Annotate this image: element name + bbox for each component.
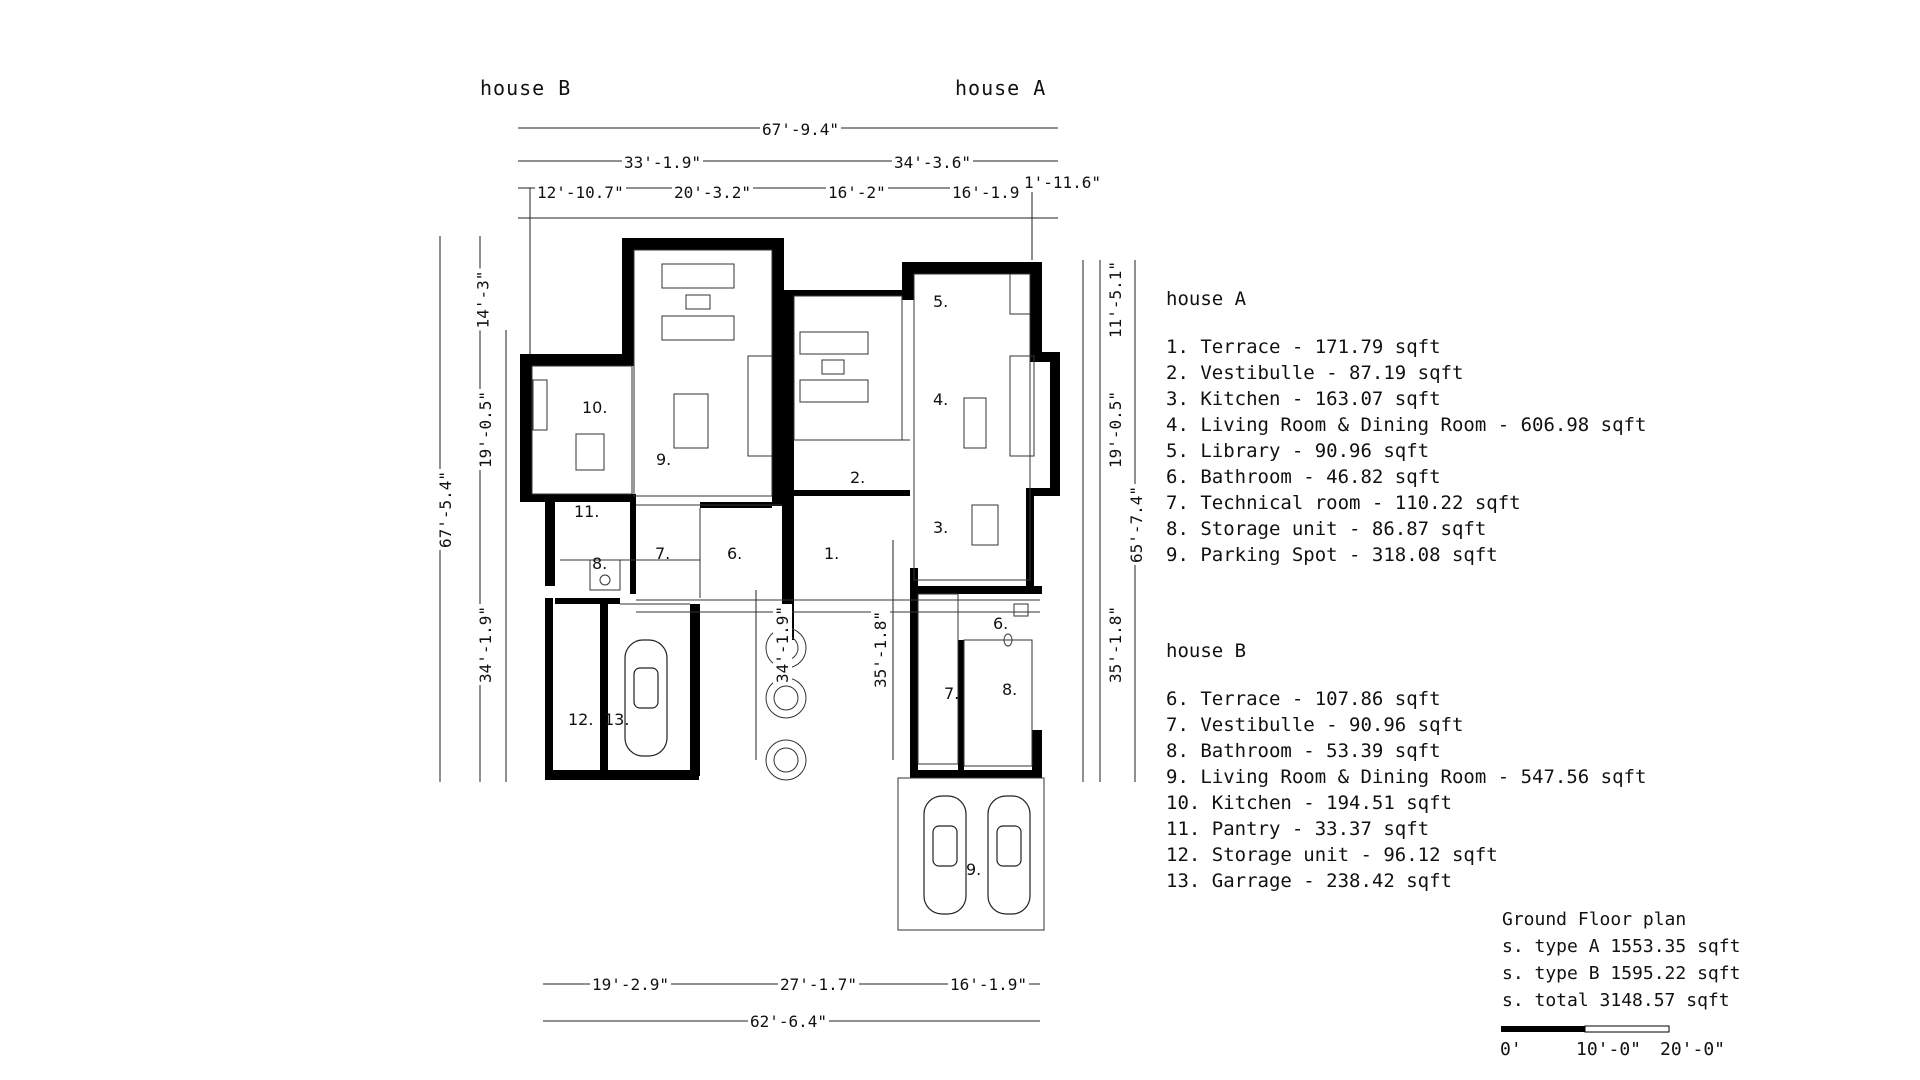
dim-top-house-a: 34'-3.6" <box>892 153 974 172</box>
dim-bottom-seg1: 19'-2.9" <box>590 975 672 994</box>
room-number-b-11: 11. <box>574 502 600 521</box>
dim-left-bottom: 34'-1.9" <box>476 603 496 686</box>
room-number-b-8: 8. <box>592 554 608 573</box>
house-b-label: house B <box>480 76 572 100</box>
room-number-a-3: 3. <box>933 518 949 537</box>
legend-item: 4. Living Room & Dining Room - 606.98 sq… <box>1166 414 1647 436</box>
legend-item: 8. Bathroom - 53.39 sqft <box>1166 740 1441 762</box>
legend-house-a-title: house A <box>1166 288 1247 310</box>
legend-item: 11. Pantry - 33.37 sqft <box>1166 818 1430 840</box>
summary-type-b: s. type B 1595.22 sqft <box>1502 963 1741 984</box>
room-number-a-7: 7. <box>944 684 960 703</box>
room-number-a-1: 1. <box>824 544 840 563</box>
car-icons <box>624 639 1031 915</box>
legend-item: 5. Library - 90.96 sqft <box>1166 440 1430 462</box>
dim-right-overall: 65'-7.4" <box>1127 483 1147 566</box>
legend-house-b: house B 6. Terrace - 107.86 sqft 7. Vest… <box>1166 638 1646 894</box>
summary-type-a: s. type A 1553.35 sqft <box>1502 936 1741 957</box>
legend-item: 13. Garrage - 238.42 sqft <box>1166 870 1452 892</box>
room-number-b-6: 6. <box>727 544 743 563</box>
dim-left-top: 14'-3" <box>473 268 493 331</box>
legend-item: 6. Bathroom - 46.82 sqft <box>1166 466 1441 488</box>
legend-item: 7. Vestibulle - 90.96 sqft <box>1166 714 1464 736</box>
legend-item: 8. Storage unit - 86.87 sqft <box>1166 518 1487 540</box>
room-number-a-8: 8. <box>1002 680 1018 699</box>
dim-top-seg1: 12'-10.7" <box>535 183 626 202</box>
dim-right-top: 11'-5.1" <box>1106 258 1126 341</box>
room-number-b-7: 7. <box>655 544 671 563</box>
summary-total: s. total 3148.57 sqft <box>1502 990 1730 1011</box>
dim-right-bottom: 35'-1.8" <box>1106 603 1126 686</box>
dim-right-mid: 19'-0.5" <box>1106 388 1126 471</box>
scale-label-20: 20'-0" <box>1660 1039 1726 1060</box>
room-number-a-5: 5. <box>933 292 949 311</box>
legend-item: 3. Kitchen - 163.07 sqft <box>1166 388 1441 410</box>
room-number-a-2: 2. <box>850 468 866 487</box>
legend-item: 9. Parking Spot - 318.08 sqft <box>1166 544 1498 566</box>
room-number-b-10: 10. <box>582 398 608 417</box>
legend-item: 12. Storage unit - 96.12 sqft <box>1166 844 1498 866</box>
dim-bottom-seg3: 16'-1.9" <box>948 975 1030 994</box>
dim-left-mid: 19'-0.5" <box>476 388 496 471</box>
dim-left-overall: 67'-5.4" <box>436 468 456 551</box>
room-number-b-13: 13. <box>604 710 630 729</box>
dim-top-seg2: 20'-3.2" <box>672 183 754 202</box>
dim-top-seg5: 1'-11.6" <box>1022 173 1104 192</box>
scale-label-10: 10'-0" <box>1576 1039 1642 1060</box>
legend-item: 2. Vestibulle - 87.19 sqft <box>1166 362 1464 384</box>
house-b-walls <box>520 238 784 780</box>
room-number-b-9: 9. <box>656 450 672 469</box>
room-number-a-4: 4. <box>933 390 949 409</box>
dim-top-overall: 67'-9.4" <box>760 120 842 139</box>
dim-bottom-seg2: 27'-1.7" <box>778 975 860 994</box>
legend-house-b-title: house B <box>1166 640 1247 662</box>
house-a-walls <box>782 262 1060 778</box>
legend-house-b-list: 6. Terrace - 107.86 sqft 7. Vestibulle -… <box>1166 686 1646 894</box>
legend-item: 10. Kitchen - 194.51 sqft <box>1166 792 1452 814</box>
scale-label-0: 0' <box>1500 1039 1522 1060</box>
room-number-b-12: 12. <box>568 710 594 729</box>
legend-item: 6. Terrace - 107.86 sqft <box>1166 688 1441 710</box>
room-number-a-9: 9. <box>966 860 982 879</box>
legend-item: 1. Terrace - 171.79 sqft <box>1166 336 1441 358</box>
dim-top-house-b: 33'-1.9" <box>622 153 704 172</box>
area-summary: Ground Floor plan s. type A 1553.35 sqft… <box>1502 906 1740 1014</box>
dim-top-seg4: 16'-1.9" <box>950 183 1032 202</box>
legend-item: 9. Living Room & Dining Room - 547.56 sq… <box>1166 766 1647 788</box>
dim-bottom-overall: 62'-6.4" <box>748 1012 830 1031</box>
legend-house-a: house A 1. Terrace - 171.79 sqft 2. Vest… <box>1166 286 1646 568</box>
dim-left-inner: 34'-1.9" <box>773 603 793 686</box>
legend-item: 7. Technical room - 110.22 sqft <box>1166 492 1521 514</box>
house-a-label: house A <box>955 76 1047 100</box>
scale-bar <box>1501 1025 1670 1033</box>
room-number-a-6: 6. <box>993 614 1009 633</box>
furniture <box>532 263 1035 647</box>
dim-right-inner: 35'-1.8" <box>871 608 891 691</box>
right-dimension-lines <box>892 260 1136 782</box>
dim-top-seg3: 16'-2" <box>826 183 888 202</box>
summary-title: Ground Floor plan <box>1502 909 1687 930</box>
legend-house-a-list: 1. Terrace - 171.79 sqft 2. Vestibulle -… <box>1166 334 1646 568</box>
